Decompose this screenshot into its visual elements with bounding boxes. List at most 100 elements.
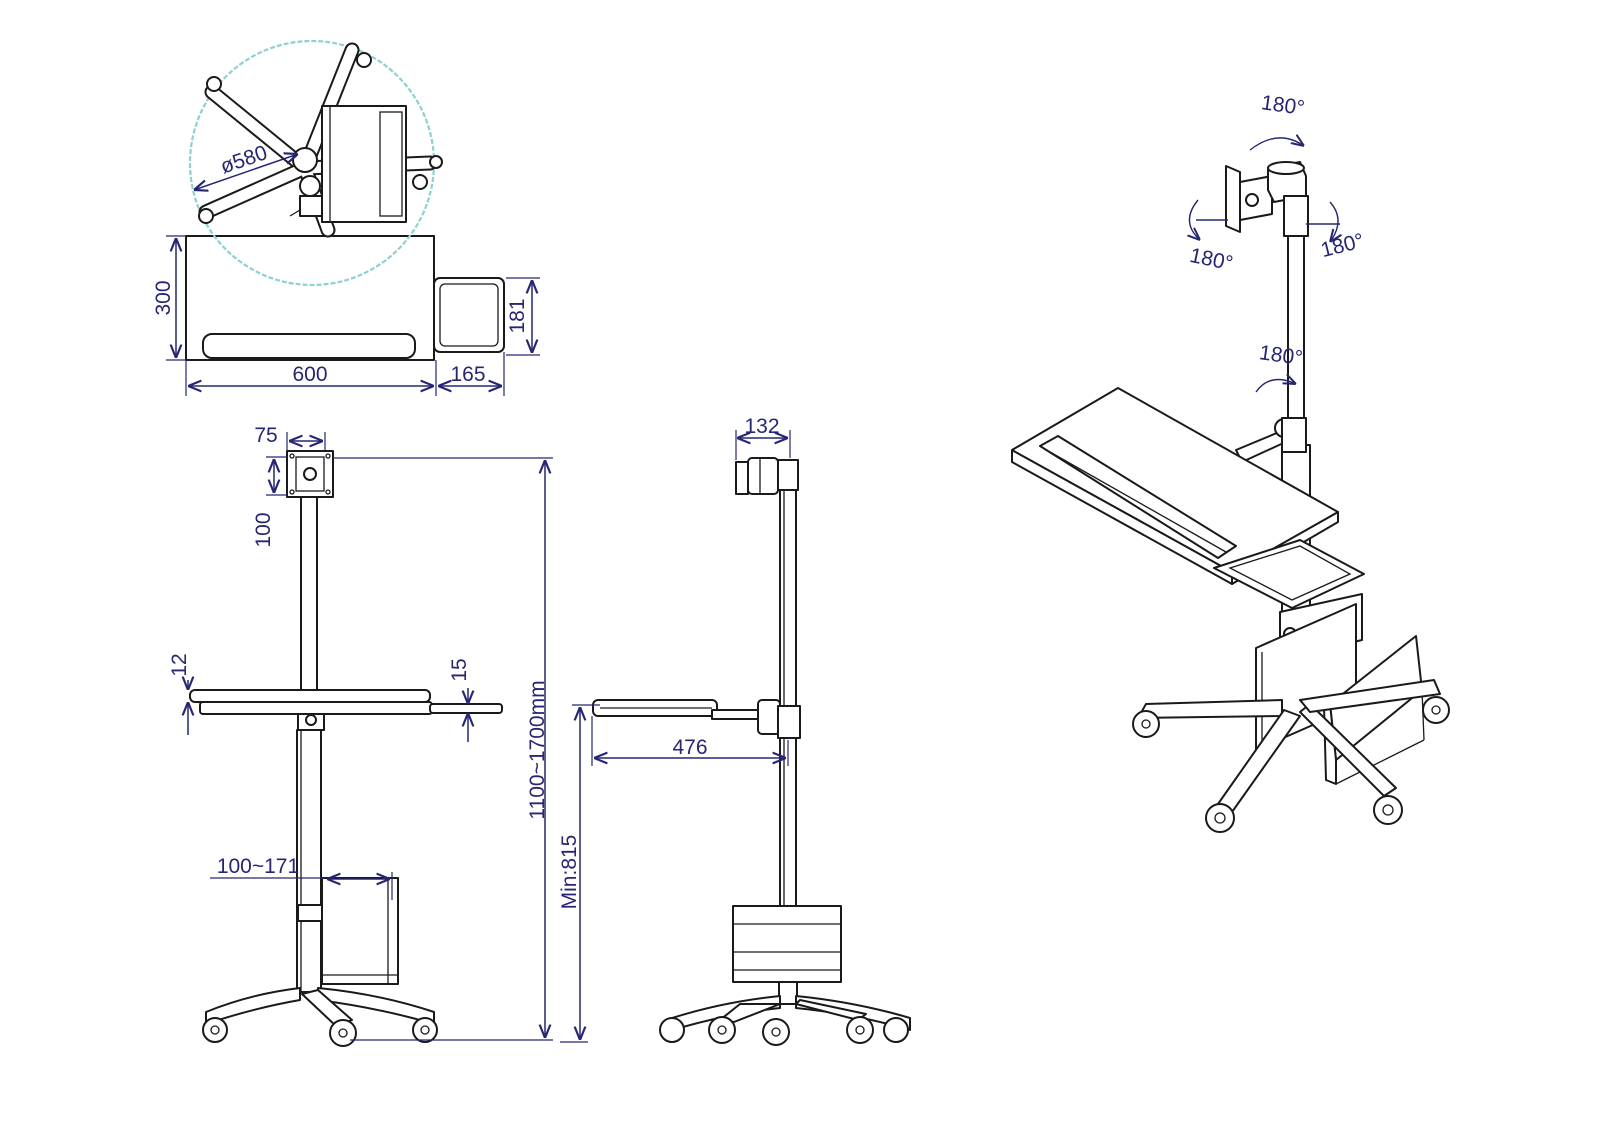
plate-hole [325, 453, 331, 459]
plate-hole [289, 453, 295, 459]
perspective-view: 180° 180° 180° 180° [1011, 91, 1450, 833]
leg-fill [200, 162, 311, 218]
monitor-plate-side [735, 461, 749, 495]
caster-hub [1382, 804, 1394, 816]
base-leg-center-side [795, 999, 867, 1021]
dim-tray-width-label: 165 [450, 363, 485, 386]
rotation-arrow-right [1330, 201, 1338, 242]
dim-desk-thickness-label: 12 [168, 653, 191, 676]
caster-hub [210, 1025, 220, 1035]
caster-front [202, 1017, 228, 1043]
caster-side [846, 1016, 874, 1044]
dim-depth-label: 300 [152, 280, 175, 315]
caster-front [329, 1019, 357, 1047]
pole-shaft-top [289, 209, 301, 217]
caster-hub [1431, 705, 1441, 715]
rotation-label-top: 180° [1260, 91, 1306, 120]
side-view: 132 476 Min:815 [558, 415, 911, 1046]
wrist-rest-perspective [1039, 435, 1237, 559]
top-view: 300 181 600 165 ø580 [152, 39, 540, 396]
caster-side [762, 1018, 790, 1046]
base-hub-side [778, 981, 798, 1005]
caster-side [708, 1016, 736, 1044]
desk-arm-clamp [1281, 417, 1307, 453]
monitor-back-top [379, 111, 403, 217]
caster-top [429, 155, 443, 169]
caster-top [206, 76, 222, 92]
caster-perspective [1205, 803, 1235, 833]
keyboard-tray-perspective [1011, 387, 1339, 573]
monitor-body-top [321, 105, 407, 223]
rotation-arrow-top [1249, 138, 1304, 151]
pole-side [779, 489, 797, 909]
monitor-plate-inner [295, 456, 325, 492]
dim-tray-thickness-label: 15 [448, 658, 471, 681]
mouse-tray-top [433, 277, 505, 353]
plate-hole [289, 489, 295, 495]
pole-head-side [777, 459, 799, 491]
dim-plate-width-label: 75 [254, 424, 277, 447]
mouse-tray-inner [1228, 545, 1352, 601]
base-leg-perspective [1137, 699, 1283, 719]
caster-side [659, 1017, 685, 1043]
dim-width-label: 600 [292, 363, 327, 386]
cpu-bracket-front [297, 904, 323, 922]
caster-hub [420, 1025, 430, 1035]
monitor-knob-perspective [1245, 193, 1259, 207]
dim-diameter-line [194, 154, 298, 190]
dim-height-range-label: 1100~1700mm [526, 680, 549, 819]
plate-hole [325, 489, 331, 495]
wrist-rest-top [202, 333, 416, 359]
base-leg-center-side [719, 1003, 781, 1023]
mouse-tray-perspective [1213, 539, 1365, 609]
caster-front [412, 1017, 438, 1043]
monitor-joint-top [1267, 161, 1305, 175]
rotation-arrow-lower [1255, 380, 1296, 393]
caster-top [198, 208, 214, 224]
caster-top [412, 174, 428, 190]
desk-surface-front [189, 689, 431, 703]
desk-underframe-front [199, 701, 433, 715]
caster-top [356, 52, 372, 68]
rotation-arrow-left [1189, 199, 1200, 240]
desk-joint-side [757, 699, 781, 735]
rotation-label-left: 180° [1188, 244, 1235, 276]
caster-perspective [1422, 696, 1450, 724]
caster-hub [1141, 719, 1151, 729]
caster-hub [1214, 812, 1226, 824]
dim-cpu-range-label: 100~171 [217, 855, 299, 878]
rotation-label-right: 180° [1319, 229, 1367, 262]
dim-plate-height-label: 100 [252, 512, 275, 547]
dim-mount-offset-label: 132 [744, 415, 779, 438]
cpu-holder-front [321, 877, 399, 985]
mouse-tray-inner [439, 283, 499, 347]
cpu-holder-line [1335, 739, 1425, 785]
base-leg-perspective [1299, 679, 1441, 713]
base-leg-center-front [301, 989, 353, 1027]
dim-reach-label: 476 [672, 736, 707, 759]
rotation-label-lower: 180° [1258, 341, 1304, 370]
monitor-plate-perspective [1225, 165, 1241, 233]
pole-knob-top [299, 175, 321, 197]
caster-hub [855, 1025, 865, 1035]
dim-tray-depth-label: 181 [506, 298, 529, 333]
pole-hub-top [292, 147, 318, 173]
upper-pole-front [300, 496, 318, 694]
caster-perspective [1373, 795, 1403, 825]
desk-knob-front [305, 714, 317, 726]
monitor-top [289, 105, 407, 223]
caster-hub [717, 1025, 727, 1035]
dim-min-height-label: Min:815 [558, 835, 581, 910]
caster-hub [338, 1028, 348, 1038]
mouse-tray-front [429, 703, 503, 714]
front-view: 75 100 12 15 1100~1700mm 100~171 [168, 424, 553, 1047]
caster-side [883, 1017, 909, 1043]
pole-bracket-top [299, 195, 323, 217]
caster-perspective [1132, 710, 1160, 738]
caster-hub [771, 1027, 781, 1037]
wrist-rest-edge [1049, 451, 1227, 553]
pole-clamp-perspective [1283, 195, 1309, 237]
plate-center-knob [303, 467, 317, 481]
desk-clamp-side [777, 705, 801, 739]
